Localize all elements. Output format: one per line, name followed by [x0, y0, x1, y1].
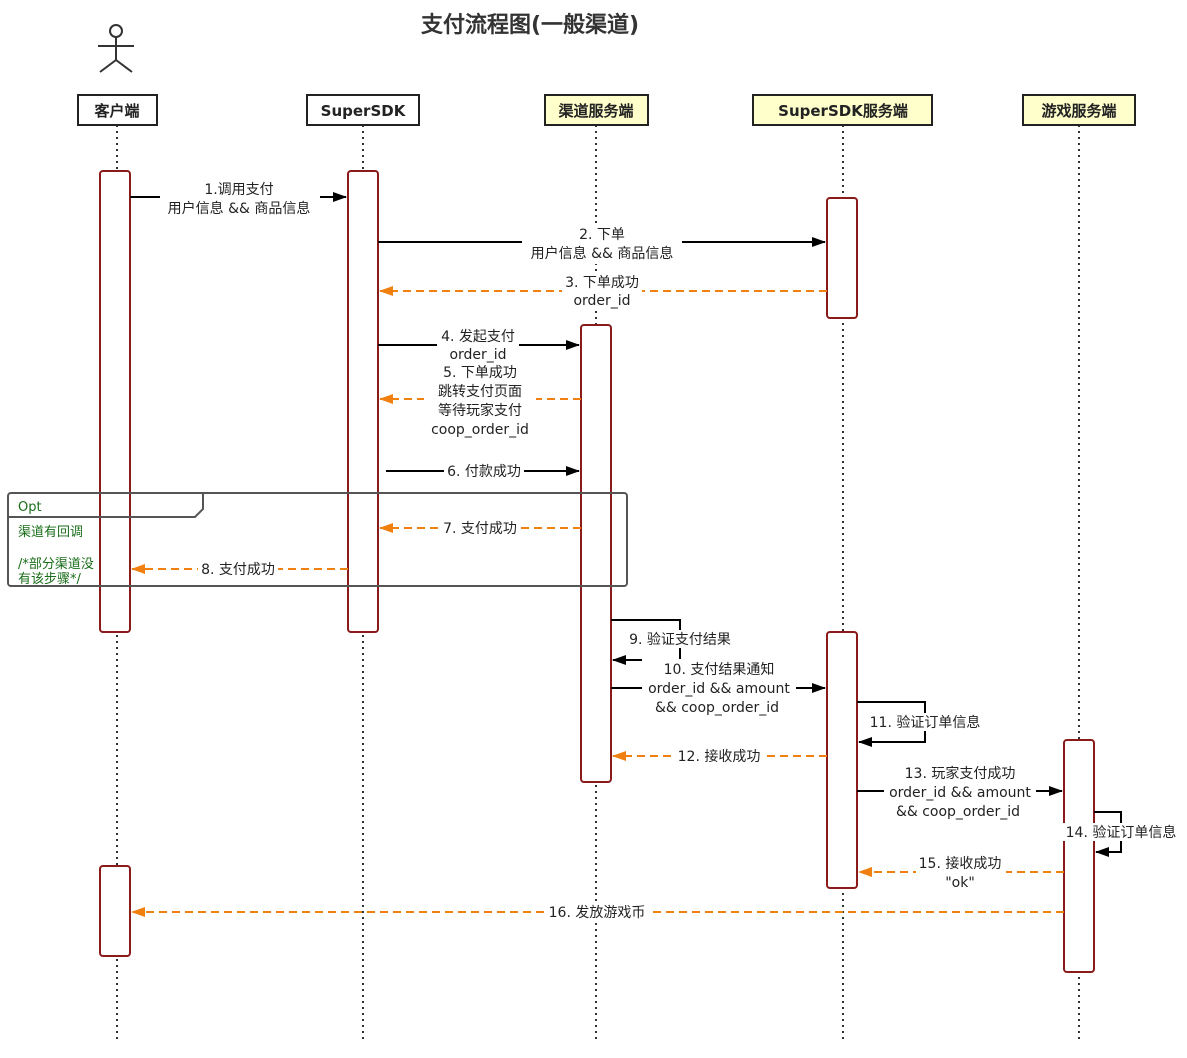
message-15: 15. 接收成功 "ok"	[858, 854, 1064, 892]
activation-game	[1063, 739, 1095, 973]
participant-channel: 渠道服务端	[544, 94, 649, 126]
message-label: && coop_order_id	[896, 804, 1020, 820]
activation-client-2	[99, 865, 131, 957]
message-label: order_id && amount	[889, 785, 1031, 801]
message-label: coop_order_id	[431, 422, 529, 438]
participant-label: 客户端	[93, 102, 139, 120]
message-label: 9. 验证支付结果	[629, 632, 731, 648]
opt-note: 渠道有回调	[18, 525, 83, 540]
message-1: 1.调用支付 用户信息 && 商品信息	[130, 178, 347, 218]
message-label: 7. 支付成功	[443, 521, 517, 537]
message-label: 用户信息 && 商品信息	[531, 245, 674, 262]
opt-label: Opt	[18, 500, 42, 515]
message-label: 3. 下单成功	[565, 275, 639, 291]
participant-sdk: SuperSDK	[306, 94, 420, 126]
message-label: 11. 验证订单信息	[870, 714, 981, 731]
message-label: 6. 付款成功	[447, 464, 521, 480]
message-label: 16. 发放游戏币	[549, 905, 646, 921]
message-label: && coop_order_id	[655, 700, 779, 716]
message-10: 10. 支付结果通知 order_id && amount && coop_or…	[611, 659, 826, 716]
participant-label: 游戏服务端	[1041, 102, 1116, 120]
message-label: 15. 接收成功	[919, 855, 1002, 872]
message-label: 13. 玩家支付成功	[905, 765, 1016, 782]
participant-label: SuperSDK	[321, 102, 407, 120]
message-label: 14. 验证订单信息	[1066, 824, 1177, 841]
message-label: 2. 下单	[579, 227, 625, 243]
message-label: 跳转支付页面	[438, 384, 522, 400]
participant-client: 客户端	[77, 94, 158, 126]
participant-label: 渠道服务端	[558, 102, 633, 120]
activation-sdkserver-1	[826, 197, 858, 319]
message-14: 14. 验证订单信息	[1061, 811, 1181, 857]
message-label: 8. 支付成功	[201, 562, 275, 578]
actor-icon	[98, 24, 134, 73]
message-3: 3. 下单成功 order_id	[379, 272, 827, 310]
participant-sdkserver: SuperSDK服务端	[752, 94, 933, 126]
message-label: 10. 支付结果通知	[664, 661, 775, 678]
message-13: 13. 玩家支付成功 order_id && amount && coop_or…	[857, 764, 1063, 820]
message-6: 6. 付款成功	[386, 462, 580, 480]
participant-game: 游戏服务端	[1022, 94, 1136, 126]
message-label: 等待玩家支付	[438, 402, 522, 419]
activation-sdkserver-2	[826, 631, 858, 889]
message-label: order_id	[449, 347, 506, 363]
participant-label: SuperSDK服务端	[778, 102, 908, 120]
message-7: 7. 支付成功	[379, 519, 581, 537]
activation-sdk	[347, 170, 379, 633]
message-label: order_id && amount	[648, 681, 790, 697]
message-label: 4. 发起支付	[441, 329, 515, 345]
message-label: 5. 下单成功	[443, 365, 517, 381]
message-16: 16. 发放游戏币	[131, 903, 1064, 921]
message-9: 9. 验证支付结果	[611, 619, 736, 665]
opt-frame: Opt 渠道有回调 /*部分渠道没 有该步骤*/	[7, 492, 628, 587]
message-8: 8. 支付成功	[131, 560, 348, 578]
opt-note: /*部分渠道没	[18, 557, 94, 572]
message-label: 12. 接收成功	[678, 748, 761, 765]
message-11: 11. 验证订单信息	[857, 701, 986, 747]
activation-client-1	[99, 170, 131, 633]
message-12: 12. 接收成功	[612, 747, 827, 765]
message-label: order_id	[573, 293, 630, 309]
message-4: 4. 发起支付 order_id	[378, 327, 580, 365]
message-5: 5. 下单成功 跳转支付页面 等待玩家支付 coop_order_id	[379, 364, 581, 438]
opt-note: 有该步骤*/	[18, 572, 82, 587]
message-label: 用户信息 && 商品信息	[168, 200, 311, 217]
diagram-title: 支付流程图(一般渠道)	[421, 12, 639, 38]
activation-channel	[580, 324, 612, 783]
message-label: "ok"	[945, 875, 975, 891]
message-2: 2. 下单 用户信息 && 商品信息	[378, 224, 826, 264]
message-label: 1.调用支付	[204, 182, 273, 198]
